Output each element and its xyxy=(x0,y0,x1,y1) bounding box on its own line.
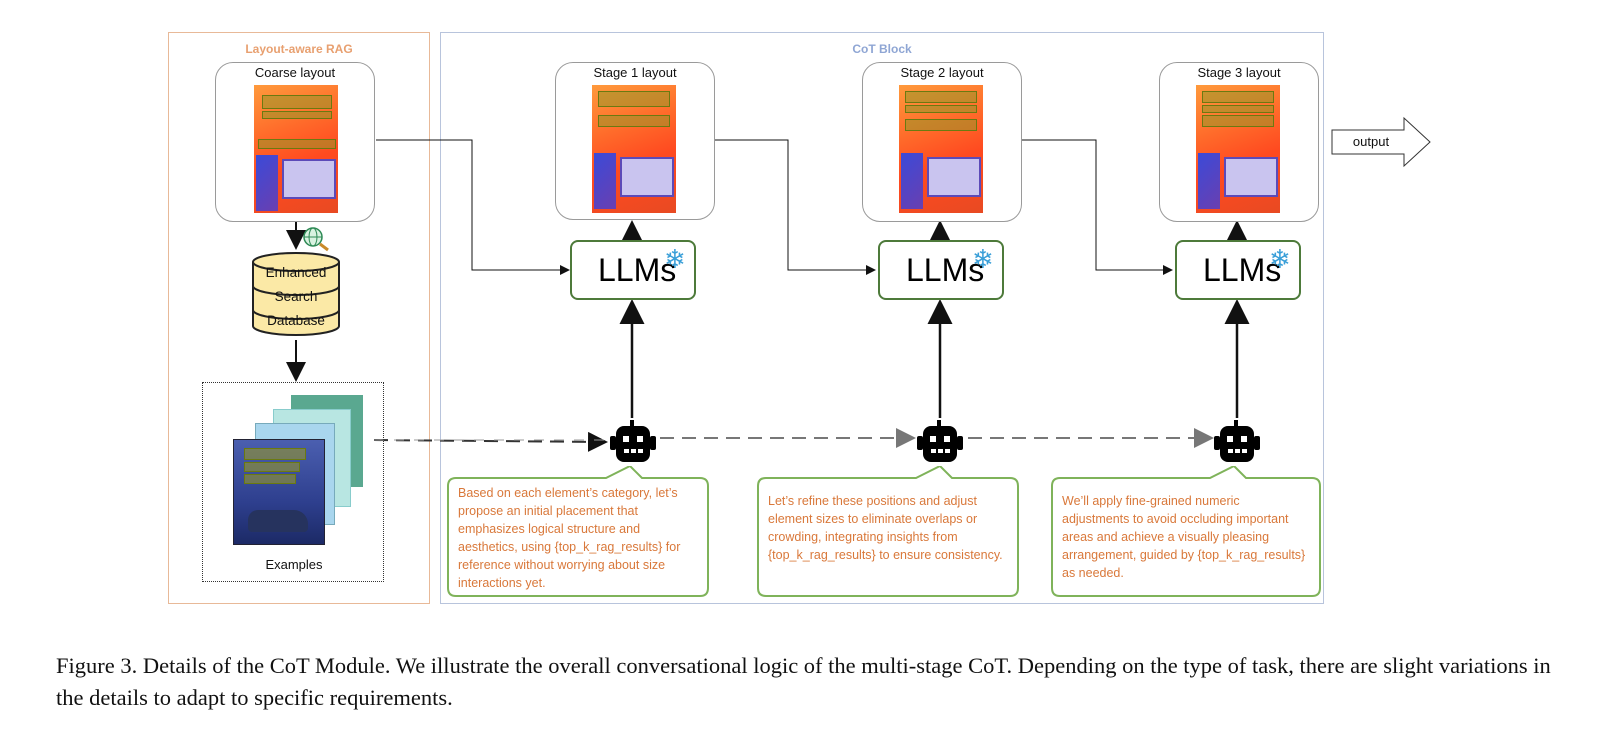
robot-icon xyxy=(606,420,660,466)
stage1-layout-card: Stage 1 layout xyxy=(555,62,715,220)
stage3-prompt-bubble: We’ll apply fine-grained numeric adjustm… xyxy=(1050,466,1322,598)
stage2-layout-label: Stage 2 layout xyxy=(900,65,984,80)
examples-to-robot1-dashed xyxy=(373,431,608,452)
snowflake-icon: ❄ xyxy=(664,244,686,274)
stage2-prompt-text: Let’s refine these positions and adjust … xyxy=(768,494,1003,562)
cot-panel-title: CoT Block xyxy=(852,42,912,56)
stage1-layout-label: Stage 1 layout xyxy=(593,65,677,80)
output-label: output xyxy=(1352,134,1390,149)
snowflake-icon: ❄ xyxy=(972,244,994,274)
llm3-label: LLMs xyxy=(1203,252,1282,288)
stage2-to-llm3-arrow xyxy=(987,139,1173,275)
figure-caption: Figure 3. Details of the CoT Module. We … xyxy=(56,653,1551,710)
stage1-to-llm2-arrow xyxy=(679,139,876,275)
rag-panel-title: Layout-aware RAG xyxy=(245,42,353,56)
stage1-prompt-bubble: Based on each element’s category, let’s … xyxy=(446,466,710,598)
globe-search-icon xyxy=(302,226,332,252)
database-line-1: Enhanced xyxy=(265,265,327,280)
robot-icon xyxy=(1210,420,1264,466)
coarse-layout-poster xyxy=(254,85,338,213)
robot-icon xyxy=(913,420,967,466)
stage2-poster xyxy=(899,85,983,213)
coarse-layout-label: Coarse layout xyxy=(254,65,336,80)
examples-label: Examples xyxy=(265,557,323,572)
llm3-box: LLMs ❄ xyxy=(1175,240,1301,300)
snowflake-icon: ❄ xyxy=(1269,244,1291,274)
llm1-label: LLMs xyxy=(598,252,677,288)
stage1-poster xyxy=(592,85,676,213)
example-card-1 xyxy=(233,439,325,545)
stage3-layout-card: Stage 3 layout xyxy=(1159,62,1319,222)
llm1-box: LLMs ❄ xyxy=(570,240,696,300)
database-line-3: Database xyxy=(267,313,325,328)
layout-aware-rag-panel xyxy=(168,32,430,604)
stage1-prompt-text: Based on each element’s category, let’s … xyxy=(458,486,681,590)
examples-box: Examples xyxy=(202,382,384,582)
stage3-poster xyxy=(1196,85,1280,213)
llm2-label: LLMs xyxy=(906,252,985,288)
enhanced-search-database: Enhanced Search Database xyxy=(251,252,341,338)
stage2-prompt-bubble: Let’s refine these positions and adjust … xyxy=(756,466,1020,598)
database-line-2: Search xyxy=(274,289,318,304)
coarse-to-llm1-arrow xyxy=(376,139,570,275)
coarse-layout-card: Coarse layout xyxy=(215,62,375,222)
stage2-layout-card: Stage 2 layout xyxy=(862,62,1022,222)
llm2-box: LLMs ❄ xyxy=(878,240,1004,300)
stage3-prompt-text: We’ll apply fine-grained numeric adjustm… xyxy=(1062,494,1306,580)
cot-block-panel xyxy=(440,32,1324,604)
stage3-layout-label: Stage 3 layout xyxy=(1197,65,1281,80)
output-arrow-shape xyxy=(1331,116,1431,168)
